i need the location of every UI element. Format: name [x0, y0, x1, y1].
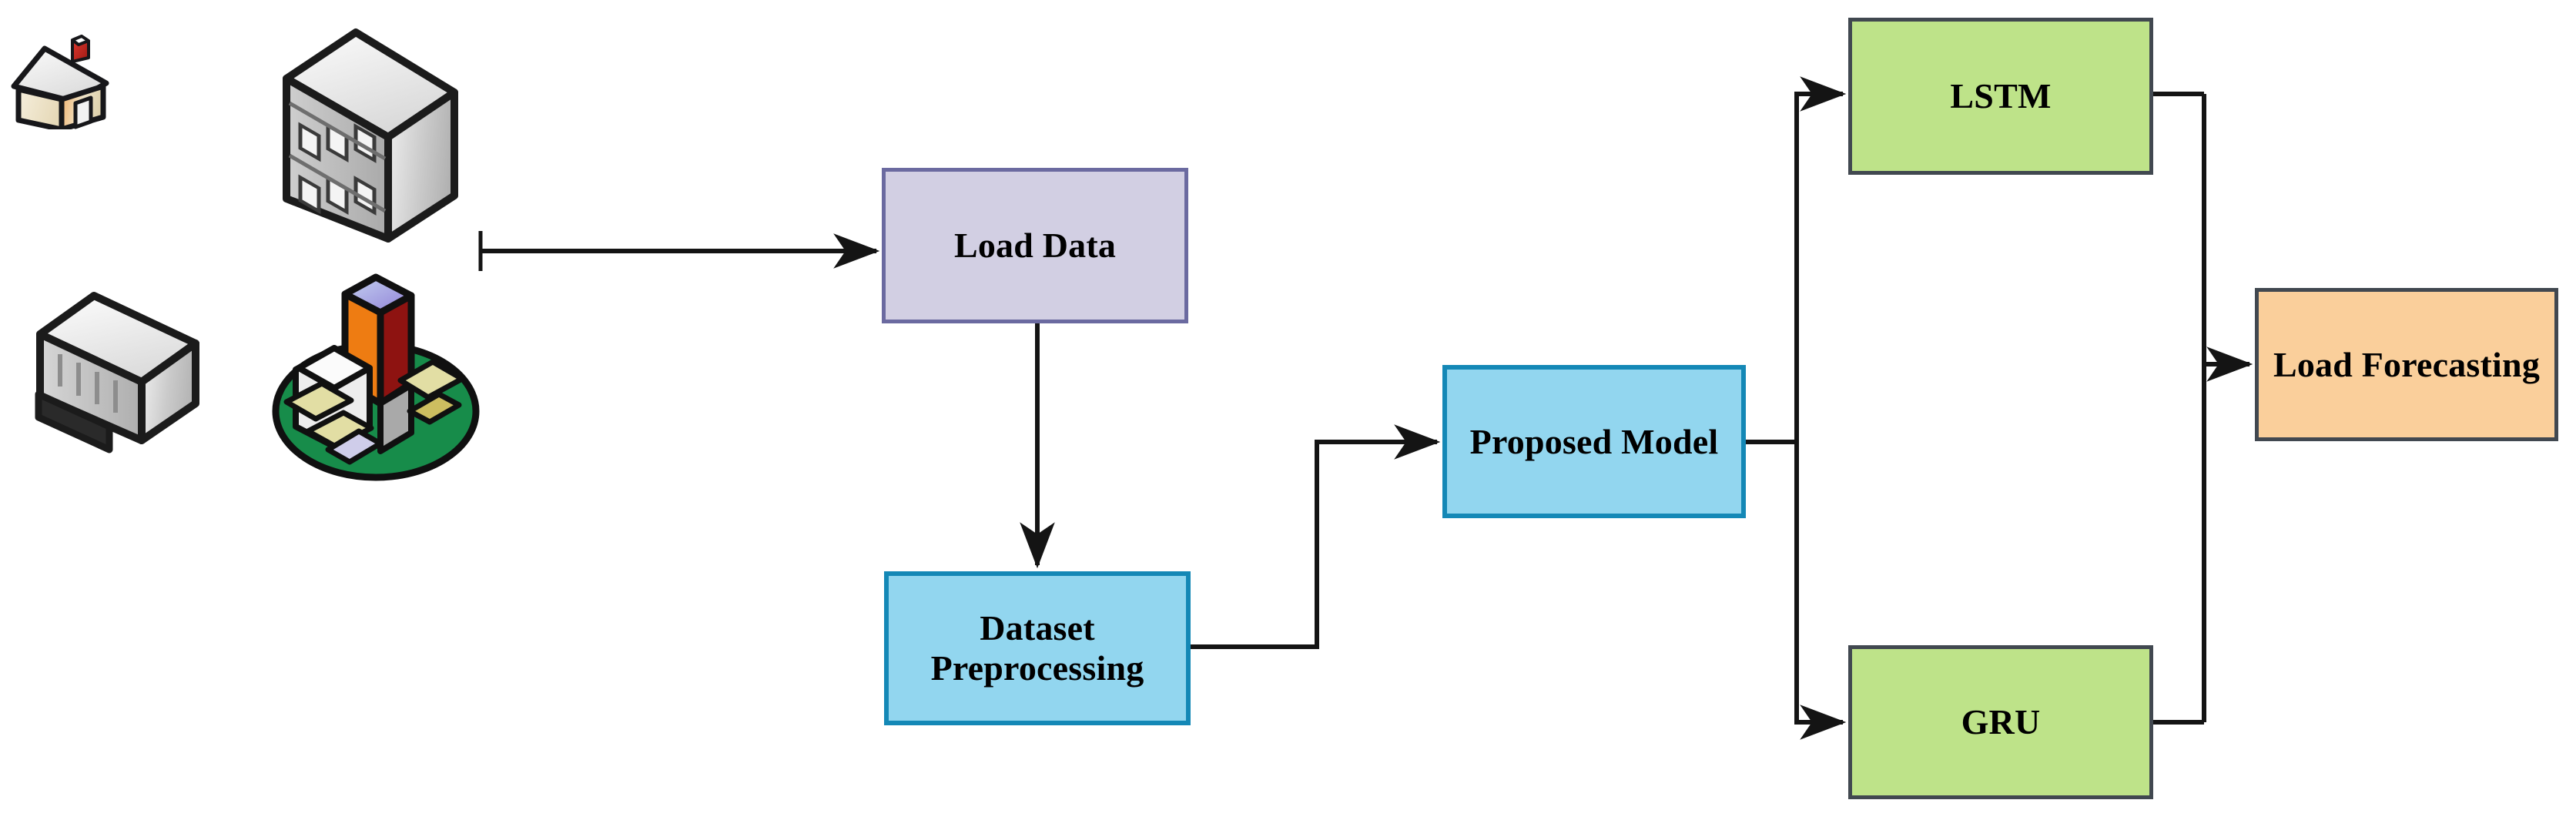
node-gru-label: GRU	[1961, 702, 2041, 742]
node-load-data-label: Load Data	[953, 226, 1117, 266]
node-load-data[interactable]: Load Data	[882, 168, 1188, 323]
edge-dataset-to-proposed	[1191, 424, 1441, 649]
office-building-icon	[276, 17, 464, 257]
node-dataset-preprocessing[interactable]: Dataset Preprocessing	[884, 571, 1191, 725]
node-proposed-model-label: Proposed Model	[1469, 421, 1719, 461]
node-dataset-preprocessing-label: Dataset Preprocessing	[930, 608, 1144, 688]
city-icon	[268, 268, 484, 487]
edge-proposed-to-gru	[1794, 442, 1847, 740]
node-gru[interactable]: GRU	[1848, 645, 2153, 799]
edge-proposed-to-lstm	[1794, 76, 1847, 442]
node-proposed-model[interactable]: Proposed Model	[1442, 365, 1746, 518]
node-load-forecasting-label: Load Forecasting	[2273, 344, 2541, 384]
house-icon	[8, 22, 116, 132]
node-lstm-label: LSTM	[1950, 76, 2052, 116]
warehouse-icon	[29, 286, 217, 471]
node-lstm[interactable]: LSTM	[1848, 18, 2153, 175]
node-load-forecasting[interactable]: Load Forecasting	[2255, 288, 2558, 441]
